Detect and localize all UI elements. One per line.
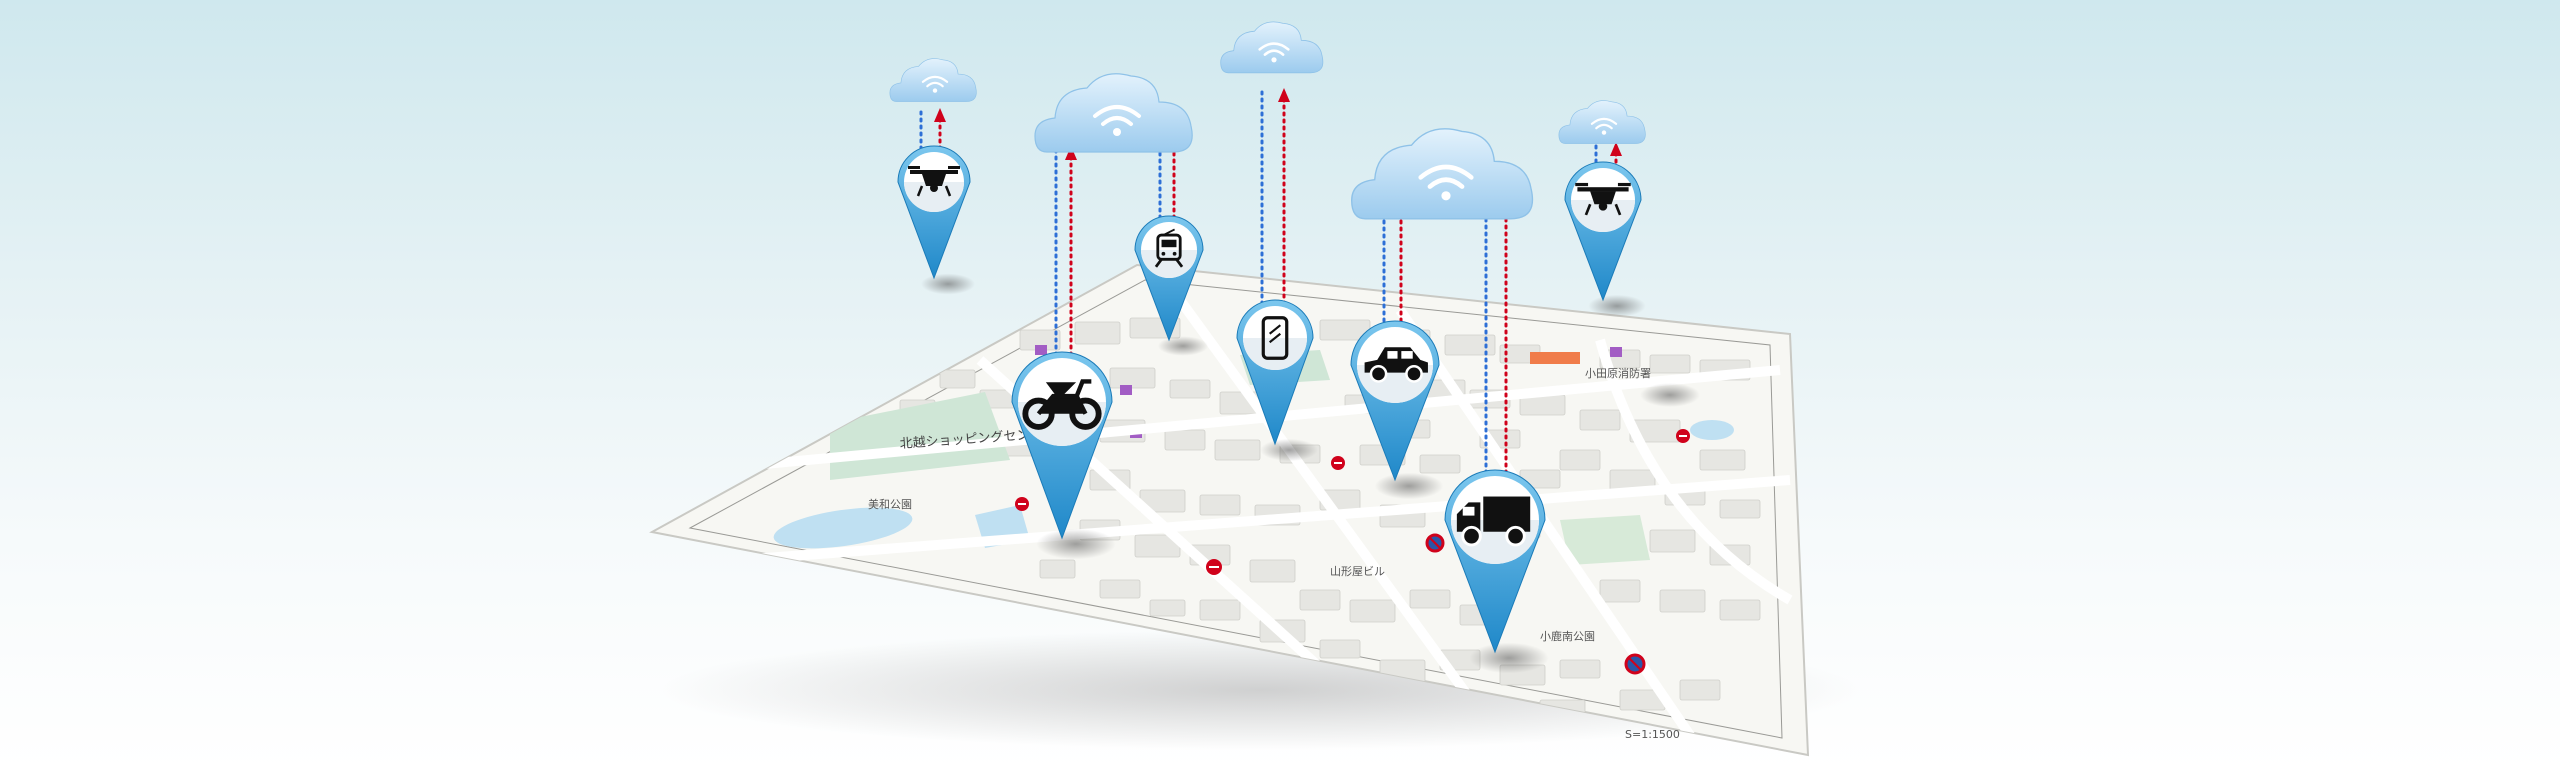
location-pin[interactable] [1444,469,1549,674]
no-entry-sign-icon [1331,456,1345,470]
car-icon [1364,347,1428,383]
tram-icon [1154,228,1184,268]
building-block [1599,579,1641,603]
map-label-scale: S=1:1500 [1625,728,1680,741]
building-block [1074,321,1121,345]
wifi-icon [1590,117,1618,135]
pin-disc-shade [904,182,964,212]
building-block [1164,429,1206,451]
pin-shadow [1469,642,1549,674]
building-block [1319,639,1361,659]
drone-icon [908,166,960,197]
building-block [1659,589,1706,613]
pin-shadow [1588,294,1646,318]
wifi-icon [1258,42,1290,63]
truck-icon [1456,496,1531,547]
building-block [1199,494,1241,516]
cloud [1558,100,1646,144]
building-block [1169,379,1211,399]
building-block [1699,449,1746,471]
building-block [939,369,976,389]
building-block [1444,334,1496,356]
uplink-arrow [1065,146,1077,394]
pin-shadow [1157,336,1209,356]
building-block [1579,409,1621,431]
pin-icon-holder [1364,347,1428,383]
pin-icon-holder [1575,182,1631,216]
fire-station-building [1530,352,1580,364]
building-block [1149,599,1186,617]
wifi-icon [1418,164,1474,201]
building-block [1679,679,1721,701]
location-pin[interactable] [1236,299,1318,462]
building-block [1409,589,1451,609]
no-parking-sign-icon [1425,533,1445,553]
pin-shadow [921,273,975,295]
clouds [889,21,1646,220]
building-block [1099,579,1141,599]
map-poi-marker [1610,347,1622,357]
building-block [1039,559,1076,579]
pin-icon-holder [1154,228,1184,268]
location-pin[interactable] [897,145,975,295]
no-entry-sign-icon [1676,429,1690,443]
building-block [1719,499,1761,519]
no-entry-sign-icon [1015,497,1029,511]
building-block [1214,439,1261,461]
pin-shadow [1260,438,1318,462]
building-block [1249,559,1296,583]
pin-shadow [1374,472,1444,500]
building-block [1299,589,1341,611]
motorcycle-icon [1022,379,1102,430]
pond [1690,420,1734,440]
uplink-arrow [1278,88,1290,340]
location-pin[interactable] [1350,320,1444,500]
map-label-fire-station: 小田原消防署 [1585,366,1651,380]
location-pin[interactable] [1564,161,1646,318]
no-entry-sign-icon [1206,559,1222,575]
building-block [1559,449,1601,471]
location-pin[interactable] [1011,351,1116,560]
pin-icon-holder [1261,316,1289,360]
building-block [1109,367,1156,389]
map-smudge [1640,383,1700,407]
park-area [1560,515,1650,565]
pin-disc-shade [1141,250,1197,278]
pin-icon-holder [1456,496,1531,547]
cloud [889,58,977,102]
building-block [1559,659,1601,679]
pin-shadow [1036,528,1116,560]
cloud [1034,73,1193,153]
pin-disc-shade [1243,338,1307,370]
building-block [1649,529,1696,553]
building-block [1199,599,1241,621]
building-block [1649,354,1691,374]
building-block [1419,454,1461,474]
smartphone-icon [1261,316,1289,360]
map-poi-marker [1035,345,1047,355]
building-block [1349,599,1396,623]
pond [773,507,913,549]
drone-icon [1575,182,1631,216]
no-parking-sign-icon [1624,653,1646,675]
cloud [1351,128,1534,220]
location-pin[interactable] [1134,215,1209,356]
pin-icon-holder [1022,379,1102,430]
pin-disc-shade [1571,200,1635,232]
cloud [1220,21,1324,74]
building-block [1719,599,1761,621]
device-pins [897,145,1646,674]
pin-icon-holder [908,166,960,197]
map-label-park-left: 美和公園 [868,498,912,511]
map-label-park-right: 小鹿南公園 [1540,629,1595,643]
wifi-icon [921,75,949,93]
map-label-building: 山形屋ビル [1330,565,1385,578]
map-poi-marker [1120,385,1132,395]
wifi-icon [1093,105,1141,136]
